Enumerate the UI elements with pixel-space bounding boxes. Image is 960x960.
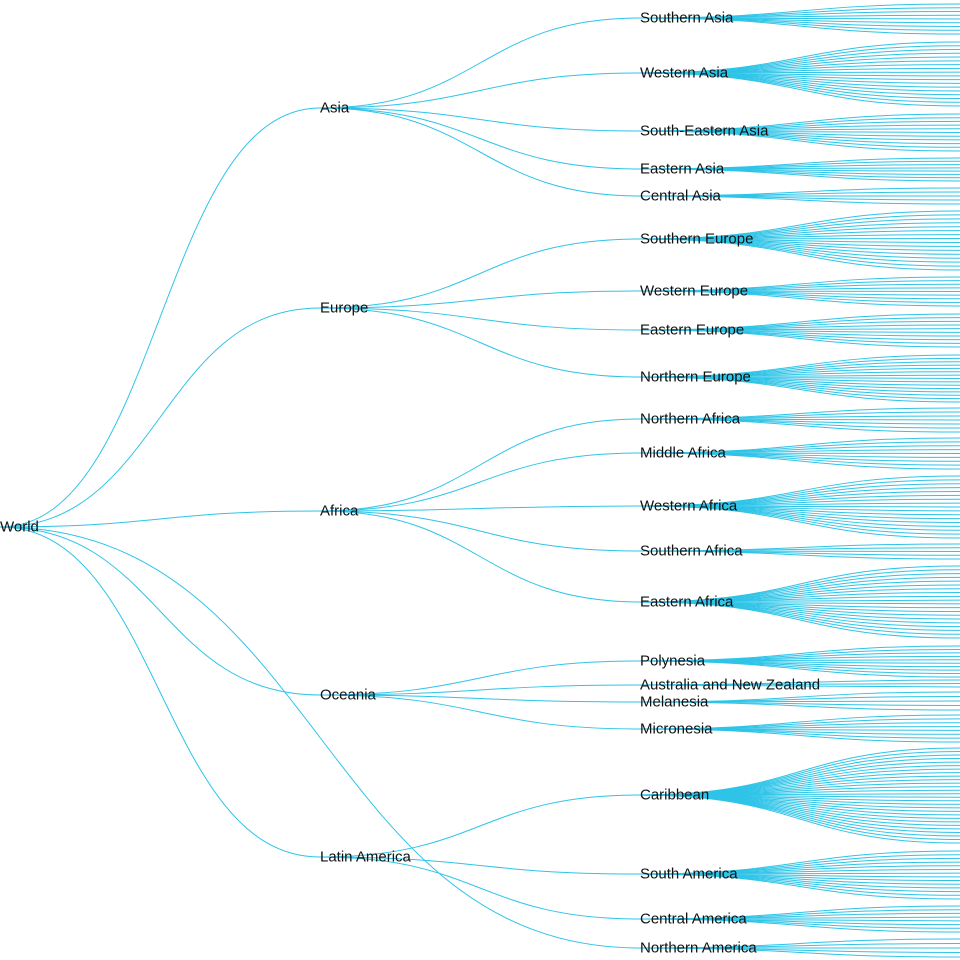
- region-label-africa: Africa: [320, 503, 359, 520]
- link-latin-america-central-america: [319, 856, 641, 920]
- region-label-oceania: Oceania: [320, 687, 377, 704]
- subregion-label-western-asia: Western Asia: [640, 65, 729, 82]
- subregion-label-central-asia: Central Asia: [640, 188, 722, 205]
- subregion-label-south-america: South America: [640, 866, 738, 883]
- subregion-label-middle-africa: Middle Africa: [640, 445, 727, 462]
- leaf-link-southern-asia: [639, 17, 960, 35]
- link-africa-western-africa: [319, 505, 641, 512]
- link-asia-central-asia: [319, 107, 641, 197]
- link-world-northern-america: [0, 526, 641, 949]
- leaf-link-northern-africa: [639, 418, 960, 433]
- link-africa-eastern-africa: [319, 510, 641, 603]
- leaf-link-northern-europe: [639, 376, 960, 403]
- leaf-link-western-asia: [639, 72, 960, 107]
- leaf-link-northern-america: [639, 947, 960, 958]
- subregion-label-eastern-asia: Eastern Asia: [640, 161, 725, 178]
- subregion-label-central-america: Central America: [640, 911, 747, 928]
- subregion-label-eastern-africa: Eastern Africa: [640, 594, 734, 611]
- link-asia-southern-asia: [319, 17, 641, 109]
- leaf-link-eastern-europe: [639, 329, 960, 348]
- region-label-europe: Europe: [320, 300, 368, 317]
- leaf-link-polynesia: [639, 660, 960, 678]
- leaf-link-south-america: [639, 873, 960, 900]
- tree-links: [0, 3, 960, 958]
- link-world-asia: [0, 107, 321, 528]
- link-europe-southern-europe: [319, 238, 641, 309]
- link-africa-southern-africa: [319, 510, 641, 552]
- subregion-label-polynesia: Polynesia: [640, 653, 706, 670]
- subregion-label-southern-asia: Southern Asia: [640, 10, 734, 27]
- leaf-link-western-africa: [639, 505, 960, 539]
- link-latin-america-caribbean: [319, 794, 641, 858]
- link-latin-america-south-america: [319, 856, 641, 875]
- subregion-label-western-africa: Western Africa: [640, 498, 738, 515]
- leaf-link-western-europe: [639, 290, 960, 307]
- leaf-link-central-america: [639, 918, 960, 933]
- link-oceania-polynesia: [319, 660, 641, 696]
- subregion-label-northern-america: Northern America: [640, 940, 757, 957]
- link-africa-northern-africa: [319, 418, 641, 512]
- leaf-link-melanesia: [639, 701, 960, 711]
- subregion-label-australia-and-new-zealand: Australia and New Zealand: [640, 677, 820, 694]
- subregion-label-micronesia: Micronesia: [640, 721, 713, 738]
- root-node-label: World: [0, 519, 39, 536]
- subregion-label-northern-europe: Northern Europe: [640, 369, 751, 386]
- subregion-label-western-europe: Western Europe: [640, 283, 748, 300]
- subregion-label-south-eastern-asia: South-Eastern Asia: [640, 123, 769, 140]
- leaf-link-australia-and-new-zealand: [639, 684, 960, 688]
- link-oceania-melanesia: [319, 694, 641, 703]
- link-world-europe: [0, 307, 321, 528]
- link-europe-northern-europe: [319, 307, 641, 378]
- subregion-label-northern-africa: Northern Africa: [640, 411, 741, 428]
- subregion-label-caribbean: Caribbean: [640, 787, 709, 804]
- leaf-link-central-asia: [639, 195, 960, 205]
- leaf-link-micronesia: [639, 728, 960, 743]
- link-asia-south-eastern-asia: [319, 107, 641, 132]
- link-world-oceania: [0, 526, 321, 696]
- link-world-africa: [0, 510, 321, 528]
- subregion-label-southern-africa: Southern Africa: [640, 543, 743, 560]
- leaf-link-south-eastern-asia: [639, 130, 960, 152]
- link-europe-eastern-europe: [319, 307, 641, 331]
- region-label-latin-america: Latin America: [320, 849, 412, 866]
- link-oceania-australia-and-new-zealand: [319, 684, 641, 696]
- subregion-label-eastern-europe: Eastern Europe: [640, 322, 744, 339]
- leaf-link-eastern-asia: [639, 168, 960, 182]
- link-asia-western-asia: [319, 72, 641, 109]
- link-world-latin-america: [0, 526, 321, 858]
- subregion-label-southern-europe: Southern Europe: [640, 231, 753, 248]
- region-label-asia: Asia: [320, 100, 350, 117]
- leaf-link-eastern-africa: [639, 601, 960, 639]
- leaf-link-southern-africa: [639, 550, 960, 560]
- link-oceania-micronesia: [319, 694, 641, 730]
- subregion-label-melanesia: Melanesia: [640, 694, 709, 711]
- leaf-link-southern-europe: [639, 238, 960, 271]
- link-africa-middle-africa: [319, 452, 641, 512]
- link-asia-eastern-asia: [319, 107, 641, 170]
- leaf-link-caribbean: [639, 794, 960, 844]
- link-europe-western-europe: [319, 290, 641, 309]
- leaf-link-middle-africa: [639, 452, 960, 470]
